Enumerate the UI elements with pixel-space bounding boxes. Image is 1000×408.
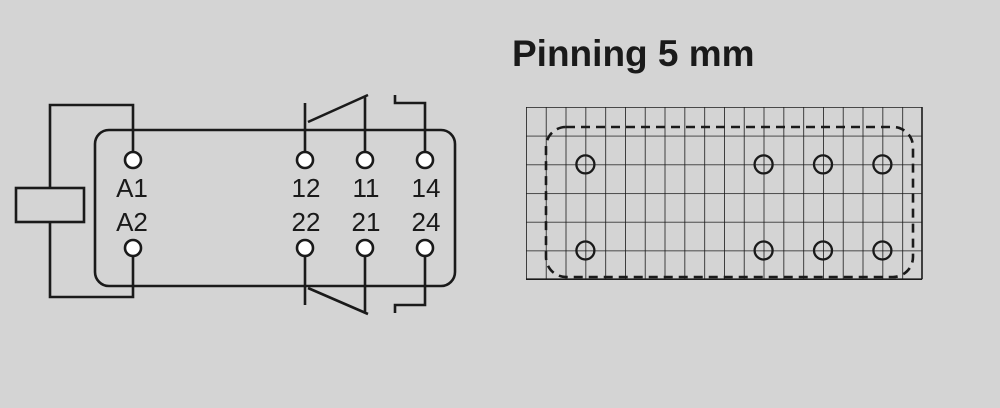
- coil-wiring: [48, 103, 135, 299]
- relay-body-outline: [93, 128, 457, 288]
- pin-label-12: 12: [292, 173, 321, 203]
- pin-marker-12: [753, 154, 774, 175]
- pin-marker-a1: [575, 154, 596, 175]
- pin-circle-22: [295, 238, 315, 258]
- pin-marker-21: [812, 240, 834, 261]
- pin-marker-22: [753, 240, 774, 261]
- pin-circle-14: [415, 150, 435, 170]
- pin-circle-24: [415, 238, 435, 258]
- pin-circle-a1: [123, 150, 143, 170]
- pin-circle-21: [355, 238, 375, 258]
- coil-symbol: [14, 186, 86, 224]
- pin-label-a1: A1: [116, 173, 148, 203]
- pinning-grid-diagram: Pinning 5 mm: [512, 33, 923, 281]
- pitch-grid: [526, 107, 922, 280]
- pin-circle-11: [355, 150, 375, 170]
- pin-marker-24: [872, 240, 893, 261]
- pinning-title: Pinning 5 mm: [512, 33, 755, 74]
- pin-marker-a2: [575, 240, 596, 261]
- relay-footprint-outline: [544, 125, 915, 279]
- pin-circle-12: [295, 150, 315, 170]
- pin-label-a2: A2: [116, 207, 148, 237]
- pin-label-11: 11: [353, 173, 380, 203]
- pin-label-22: 22: [292, 207, 321, 237]
- pin-label-24: 24: [412, 207, 441, 237]
- pin-label-21: 21: [352, 207, 381, 237]
- contact-wiring-top: [303, 93, 427, 152]
- pin-label-14: 14: [412, 173, 441, 203]
- schematic-diagram: A1 12 11 14 A2 22 21 24: [14, 93, 457, 316]
- pin-marker-11: [812, 154, 834, 175]
- pin-circle-a2: [123, 238, 143, 258]
- pin-marker-14: [872, 154, 893, 175]
- contact-wiring-bottom: [303, 256, 427, 316]
